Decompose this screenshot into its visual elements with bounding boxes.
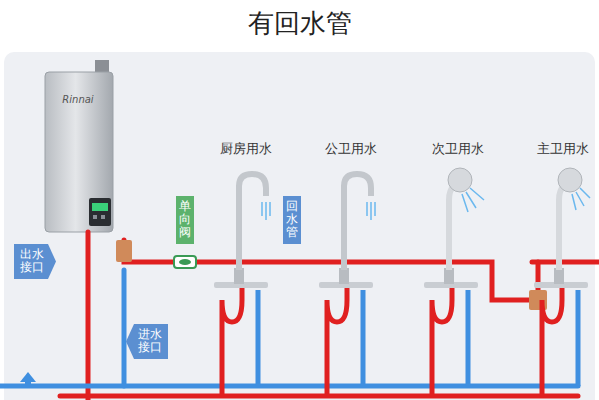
copper-fitting xyxy=(116,240,132,262)
background-panel xyxy=(4,52,595,400)
fixture-public-bath xyxy=(319,174,375,396)
check-valve xyxy=(174,256,196,268)
water-heater xyxy=(45,60,113,232)
callout-text: 出水接口 xyxy=(20,248,44,274)
pipes xyxy=(0,232,599,400)
fixture-second-bath xyxy=(424,168,484,396)
fixture-master-bath xyxy=(534,168,590,396)
outlet-callout: 出水接口 xyxy=(14,244,56,279)
callout-fill xyxy=(14,244,56,279)
inlet-callout: 进水接口 xyxy=(126,324,168,359)
fixture-label: 公卫用水 xyxy=(325,140,377,158)
callout-text: 单向阀 xyxy=(179,200,191,240)
flow-arrow xyxy=(20,372,36,382)
callout-text: 进水接口 xyxy=(138,328,162,354)
brand-name: Rinnai xyxy=(62,94,93,105)
callout-fill xyxy=(283,196,301,244)
fixture-label: 厨房用水 xyxy=(220,140,272,158)
fixture-kitchen xyxy=(214,174,270,396)
pipe-callout: 回水管 xyxy=(283,196,301,244)
valve-callout: 单向阀 xyxy=(176,196,194,244)
flow-arrow xyxy=(25,381,31,387)
diagram-title: 有回水管 xyxy=(0,6,599,41)
fixture-label: 次卫用水 xyxy=(432,140,484,158)
callout-fill xyxy=(176,196,194,244)
callout-fill xyxy=(126,324,168,359)
fixture-label: 主卫用水 xyxy=(537,140,589,158)
callout-text: 回水管 xyxy=(286,200,298,240)
